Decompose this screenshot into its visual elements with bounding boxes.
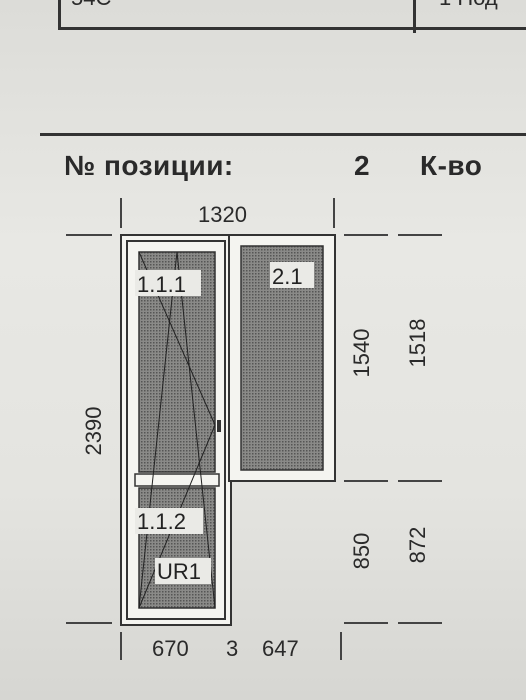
opening-line-4: [176, 251, 216, 609]
dim-tick-r2: [398, 234, 442, 236]
door-marker-bg: [155, 558, 211, 584]
mullion-label: 3: [226, 636, 239, 661]
opening-line-3: [138, 251, 178, 609]
door-lower-glass: [138, 487, 216, 609]
door-handle: [217, 420, 221, 432]
dim-tick-r1: [344, 234, 388, 236]
door-transom: [134, 473, 220, 487]
top-table: 54С 1 Под: [58, 0, 526, 33]
window-width-label: 647: [262, 636, 299, 661]
dim-line-top-left: [66, 234, 112, 236]
position-value: 2: [354, 150, 371, 181]
dim-line-right-tick: [333, 198, 335, 228]
total-width-label: 1320: [198, 202, 247, 227]
door-marker: UR1: [157, 559, 201, 584]
top-table-left-text: 54С: [71, 0, 111, 11]
door-bottom-label: 1.1.2: [137, 509, 186, 534]
position-label: № позиции:: [64, 150, 234, 181]
window-label: 2.1: [272, 264, 303, 289]
top-table-right-text: 1 Под: [439, 0, 498, 11]
dim-line-left-tick: [120, 198, 122, 228]
door-top-label-bg: [135, 270, 201, 296]
door-bottom-label-bg: [135, 508, 203, 534]
dim-tick-r5: [344, 622, 388, 624]
dim-tick-r6: [398, 622, 442, 624]
door-top-label: 1.1.1: [137, 272, 186, 297]
door-width-label: 670: [152, 636, 189, 661]
dim-line-bottom-left: [66, 622, 112, 624]
qty-label: К-во: [420, 150, 483, 181]
dim-tick-r3: [344, 480, 388, 482]
section-rule: [40, 133, 526, 136]
dim-bottom-tick-left: [120, 632, 122, 660]
window-label-bg: [270, 262, 314, 288]
table-divider: [413, 0, 416, 33]
dim-bottom-tick-right: [340, 632, 342, 660]
dim-tick-r4: [398, 480, 442, 482]
